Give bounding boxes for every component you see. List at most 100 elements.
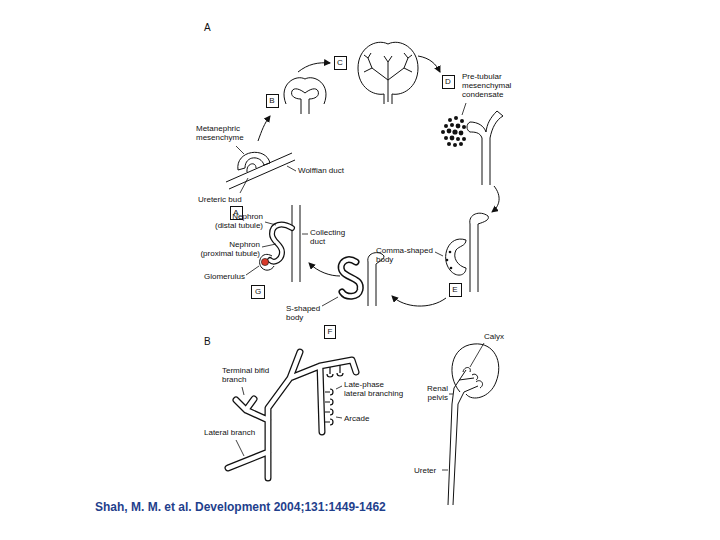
leader-line — [236, 440, 244, 456]
stage-letter: G — [255, 287, 261, 296]
stage-b-drawing — [284, 78, 326, 104]
leader-line — [442, 470, 448, 471]
stage-cycle-arrow — [392, 296, 446, 306]
condensate-cells — [447, 142, 451, 146]
part-label: Nephron (proximal tubule) — [200, 240, 260, 258]
condensate-cells — [456, 124, 461, 129]
stage-e-drawing — [446, 213, 489, 292]
leader-line — [470, 343, 484, 367]
nephron-tubule — [270, 225, 292, 262]
part-label: Metanephric mesenchyme — [196, 124, 250, 142]
stage-cycle-arrow — [492, 186, 499, 212]
collecting-duct-drawing — [292, 205, 293, 282]
part-label: Ureter — [414, 466, 436, 475]
leader-line — [336, 417, 342, 418]
stage-d-drawing — [490, 116, 503, 185]
leader-line — [246, 266, 259, 275]
stage-cycle-arrow — [298, 63, 330, 72]
nephron-tubule — [270, 225, 292, 262]
part-label: Nephron (distal tubule) — [212, 212, 263, 230]
stage-letter: B — [269, 96, 274, 105]
part-label: Calyx — [484, 332, 504, 341]
condensate-cells — [459, 142, 463, 146]
nephron-tubule — [270, 225, 292, 262]
comma-body-cells — [446, 259, 449, 262]
comma-body-cells — [449, 251, 452, 254]
stage-cycle-arrow — [418, 56, 440, 72]
condensate-cells — [441, 130, 445, 134]
stage-c-drawing — [364, 53, 412, 102]
stage-d-drawing — [470, 111, 503, 132]
kidney-outline — [463, 368, 483, 389]
part-label: Renal pelvis — [418, 384, 448, 402]
stage-letter: F — [328, 327, 333, 336]
late-branch-stubs — [325, 365, 343, 425]
stage-letter-box: G — [251, 285, 265, 299]
stage-cycle-arrow — [258, 116, 270, 141]
glomerulus-drawing — [261, 258, 268, 265]
stage-b-drawing — [284, 78, 326, 114]
part-label: Late-phase lateral branching — [344, 380, 406, 398]
s-shaped-body-tube — [341, 260, 360, 297]
stage-letter: C — [337, 58, 343, 67]
comma-body-cells — [446, 251, 453, 270]
part-label: Glomerulus — [204, 272, 245, 281]
stage-a-drawing — [226, 152, 295, 189]
leader-line — [242, 387, 244, 395]
condensate-cells — [460, 119, 464, 123]
part-label: Ureteric bud — [198, 195, 242, 204]
stage-a-drawing — [229, 160, 295, 189]
condensate-cells — [450, 123, 454, 127]
stage-e-drawing — [446, 239, 466, 275]
glomerulus-drawing — [260, 254, 274, 270]
kidney-outline — [452, 344, 499, 398]
stage-letter-box: E — [449, 283, 462, 297]
leader-line — [462, 103, 466, 115]
stage-b-drawing — [292, 89, 319, 114]
leader-line — [435, 252, 443, 256]
kidney-outline — [448, 344, 499, 505]
leader-line — [236, 103, 484, 470]
condensate-cells — [454, 116, 458, 120]
stage-letter-box: C — [334, 56, 347, 70]
panel-letter: B — [204, 336, 211, 348]
condensate-cells — [441, 116, 466, 147]
stage-letter: D — [445, 77, 451, 86]
stage-d-drawing — [467, 122, 470, 132]
stage-letter-box: B — [266, 94, 279, 108]
collecting-duct-drawing — [300, 205, 301, 282]
collecting-duct-drawing — [292, 205, 300, 282]
leader-line — [336, 386, 342, 389]
leader-line — [302, 234, 308, 235]
panel-letter: A — [204, 22, 211, 34]
condensate-cells — [450, 136, 455, 141]
leader-line — [449, 394, 453, 395]
leader-line — [322, 297, 338, 306]
stage-a-drawing — [226, 153, 292, 182]
condensate-cells — [452, 129, 457, 134]
part-label: Arcade — [344, 414, 369, 423]
part-label: Wolffian duct — [298, 166, 344, 175]
part-label: S-shaped body — [286, 304, 326, 322]
leader-line — [240, 178, 248, 193]
stage-a-drawing — [238, 152, 270, 170]
stage-e-drawing — [470, 213, 489, 292]
condensate-cells — [444, 136, 448, 140]
condensate-cells — [462, 137, 466, 141]
stage-letter: E — [452, 285, 457, 294]
leader-line — [287, 166, 296, 171]
stage-d-drawing — [467, 111, 503, 185]
stage-letter-box: F — [324, 325, 336, 339]
stage-c-drawing — [358, 42, 418, 104]
leader-line — [262, 244, 276, 247]
stage-d-drawing — [470, 132, 482, 185]
condensate-cells — [462, 125, 466, 129]
stage-a-drawing — [247, 164, 256, 172]
part-label: Comma-shaped body — [376, 246, 436, 264]
late-branch-stubs — [327, 373, 343, 425]
glomerulus-drawing — [260, 254, 274, 270]
s-shaped-body-tube — [341, 260, 360, 297]
stage-letter-box: D — [442, 75, 455, 89]
